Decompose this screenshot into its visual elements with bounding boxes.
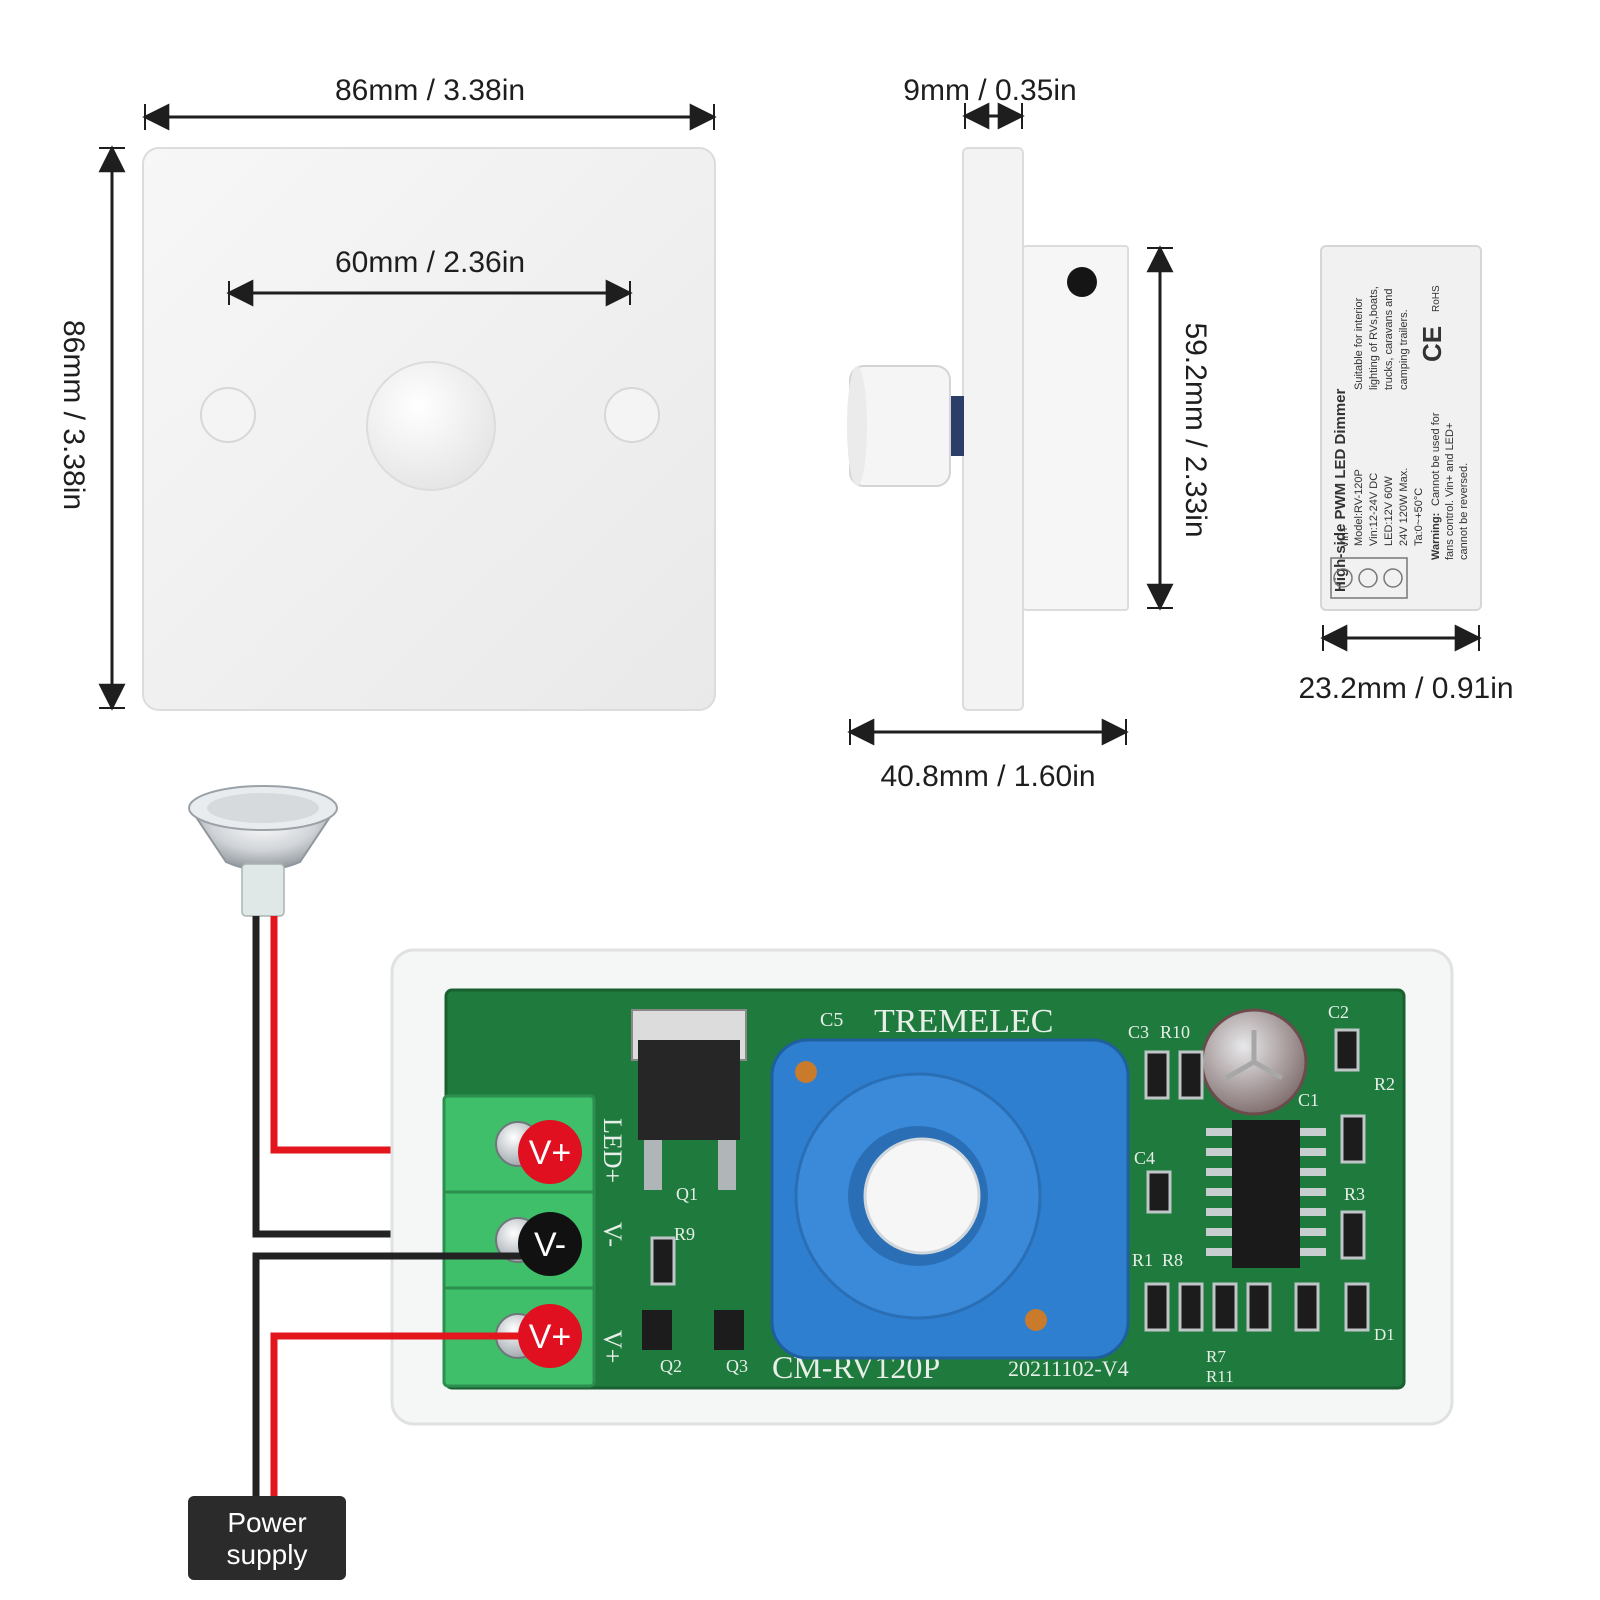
pcb-label-c3: C3 (1128, 1022, 1149, 1042)
power-supply-box (188, 1496, 346, 1580)
dim-label-width: 23.2mm / 0.91in (1298, 624, 1514, 705)
side-depth-label: 40.8mm / 1.60in (880, 760, 1095, 793)
smd-resistors (650, 1028, 1370, 1332)
pcb-label-c5: C5 (820, 1009, 843, 1031)
side-plate (962, 147, 1024, 711)
knob-spacing-label: 60mm / 2.36in (335, 246, 525, 279)
pcb-label-r9: R9 (674, 1224, 695, 1244)
front-height-label: 86mm / 3.38in (57, 320, 90, 510)
terminal-label-2: V- (534, 1226, 566, 1264)
pcb-label-c2: C2 (1328, 1002, 1349, 1022)
pcb-label-r11: R11 (1206, 1367, 1234, 1386)
knob-shaft (948, 396, 964, 456)
label-warning-title: Warning: (1430, 513, 1442, 560)
dim-front-height: 86mm / 3.38in (57, 145, 126, 711)
pcb-label-r8: R8 (1162, 1250, 1183, 1270)
side-thickness-label: 9mm / 0.35in (903, 74, 1076, 107)
side-hole (1067, 267, 1097, 297)
capacitor (1200, 1008, 1308, 1116)
label-width-label: 23.2mm / 0.91in (1298, 672, 1513, 705)
dim-side-thickness: 9mm / 0.35in (903, 74, 1077, 130)
pcb-label-r2: R2 (1374, 1074, 1395, 1094)
power-supply-line2: supply (227, 1539, 308, 1570)
pcb-label-c4: C4 (1134, 1148, 1155, 1168)
pcb-module: TREMELEC CM-RV120P 20211102-V4 LED+ V- V… (390, 948, 1454, 1426)
power-supply: Power supply (188, 1496, 346, 1580)
side-body (1022, 245, 1129, 611)
label-pin-vin-plus: Vin+ (1339, 526, 1351, 548)
label-body (1320, 245, 1482, 611)
terminal-label-3: V+ (529, 1318, 572, 1356)
pcb-label-q3: Q3 (726, 1356, 748, 1376)
pcb-side-led-plus: LED+ (598, 1118, 627, 1183)
side-knob-face (847, 366, 867, 486)
pcb-label-r10: R10 (1160, 1022, 1190, 1042)
pcb-brand: TREMELEC (874, 1003, 1053, 1040)
label-terminals (1330, 557, 1408, 599)
potentiometer (770, 1038, 1130, 1360)
pcb-label-d1: D1 (1374, 1325, 1395, 1344)
label-title: High-side PWM LED Dimmer (1332, 388, 1349, 592)
label-line-3: LED:12V 60W (1383, 476, 1395, 546)
terminal-badge-v-minus (518, 1212, 582, 1276)
label-line-2: Vin:12-24V DC (1368, 473, 1380, 546)
product-label: High-side PWM LED Dimmer Model:RV-120P V… (1320, 245, 1482, 611)
front-view (142, 147, 716, 711)
label-line-1: Model:RV-120P (1353, 469, 1365, 546)
small-transistors (642, 1310, 744, 1350)
power-supply-line1: Power (227, 1507, 306, 1538)
pcb-label-c1: C1 (1298, 1090, 1319, 1110)
pot-shaft (863, 1137, 981, 1255)
dim-front-width: 86mm / 3.38in (142, 74, 717, 131)
mosfet-q1 (631, 1009, 747, 1190)
terminal-badges: V+ V- V+ (518, 1120, 582, 1368)
dimmer-knob (366, 361, 496, 491)
dim-knob-spacing: 60mm / 2.36in (226, 246, 633, 307)
pcb-label-q2: Q2 (660, 1356, 682, 1376)
label-mark-rohs: RoHS (1431, 285, 1442, 312)
dim-side-depth: 40.8mm / 1.60in (847, 718, 1129, 793)
side-height-label: 59.2mm / 2.33in (1179, 322, 1212, 537)
label-warning-2: fans control. Vin+ and LED+ (1444, 423, 1456, 560)
label-mark-ce: CE (1417, 326, 1447, 362)
label-suit-4: camping trailers. (1398, 309, 1410, 390)
screw-cover-left (200, 387, 256, 443)
halogen-bulb (188, 785, 338, 917)
dim-side-height: 59.2mm / 2.33in (1146, 245, 1212, 611)
screw-cover-right (604, 387, 660, 443)
pcb-label-r1: R1 (1132, 1250, 1153, 1270)
wires-power (252, 1252, 540, 1500)
label-suit-2: lighting of RVs,boats, (1368, 286, 1380, 390)
ic-chip (1206, 1120, 1326, 1268)
label-warning-1: Cannot be used for (1430, 412, 1442, 506)
terminal-label-1: V+ (529, 1134, 572, 1172)
label-line-4: 24V 120W Max. (1398, 468, 1410, 546)
pcb-label-q1: Q1 (676, 1184, 698, 1204)
label-suit-1: Suitable for interior (1353, 297, 1365, 390)
pcb-label-r3: R3 (1344, 1184, 1365, 1204)
terminal-badge-v-plus (518, 1304, 582, 1368)
front-width-label: 86mm / 3.38in (335, 74, 525, 107)
pcb-revision: 20211102-V4 (1008, 1356, 1129, 1381)
pcb-side-v-plus: V+ (598, 1330, 627, 1363)
label-line-5: Ta:0~+50°C (1413, 488, 1425, 546)
label-suit-3: trucks, caravans and (1383, 289, 1395, 391)
pcb-label-r7: R7 (1206, 1347, 1226, 1366)
label-warning-3: cannot be reversed. (1458, 463, 1470, 560)
terminal-badge-led-plus (518, 1120, 582, 1184)
pcb-side-v-minus: V- (598, 1222, 627, 1247)
side-view (847, 147, 1129, 711)
